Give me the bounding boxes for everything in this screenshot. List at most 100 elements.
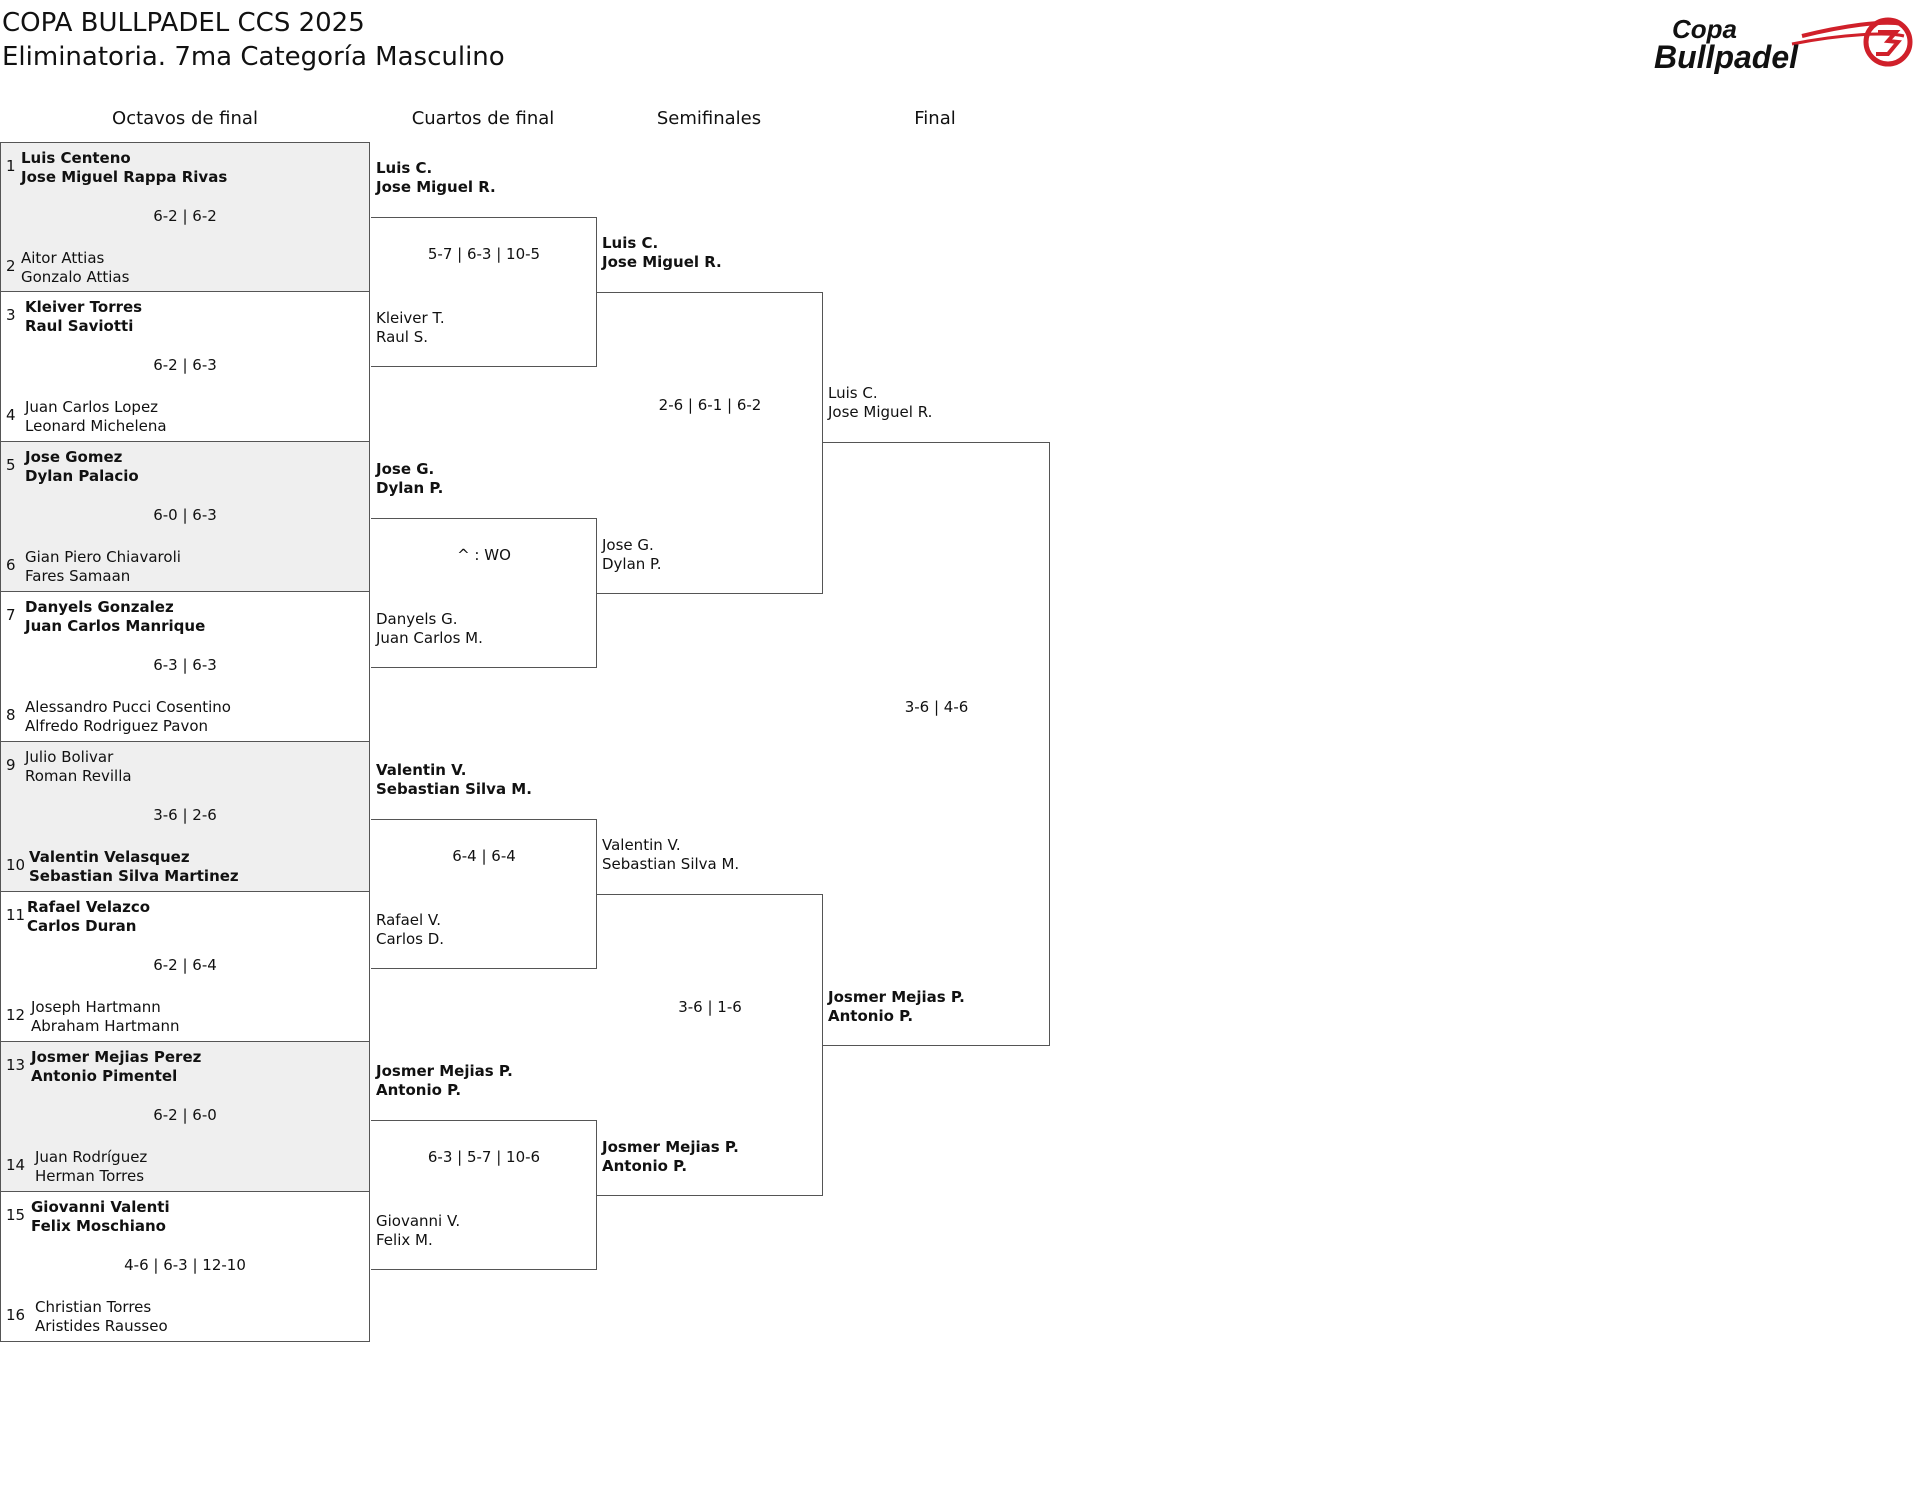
player-name: Giovanni V. [376, 1212, 461, 1230]
player-name: Luis C. [828, 384, 878, 402]
player-name: Julio Bolivar [25, 748, 114, 766]
player-name: Juan Carlos M. [376, 629, 483, 647]
player-name: Dylan Palacio [25, 467, 139, 485]
seed-number: 3 [6, 306, 16, 324]
match-score: 6-2 | 6-3 [153, 356, 217, 374]
player-name: Felix M. [376, 1231, 433, 1249]
player-name: Christian Torres [35, 1298, 152, 1316]
player-name: Joseph Hartmann [31, 998, 161, 1016]
logo-word-bullpadel: Bullpadel [1654, 39, 1799, 74]
player-name: Valentin Velasquez [29, 848, 190, 866]
player-name: Felix Moschiano [31, 1217, 166, 1235]
player-name: Antonio Pimentel [31, 1067, 178, 1085]
player-name: Josmer Mejias P. [828, 988, 965, 1006]
player-name: Josmer Mejias Perez [31, 1048, 202, 1066]
seed-number: 10 [6, 856, 26, 874]
player-name: Luis C. [376, 159, 433, 177]
player-name: Gian Piero Chiavaroli [25, 548, 181, 566]
player-name: Giovanni Valenti [31, 1198, 170, 1216]
player-name: Josmer Mejias P. [602, 1138, 739, 1156]
player-name: Carlos D. [376, 930, 445, 948]
player-name: Danyels G. [376, 610, 458, 628]
player-name: Raul S. [376, 328, 429, 346]
seed-number: 14 [6, 1156, 26, 1174]
player-name: Abraham Hartmann [31, 1017, 180, 1035]
player-name: Alessandro Pucci Cosentino [25, 698, 231, 716]
team-top: Luis C.Jose Miguel R. [602, 234, 722, 272]
player-name: Sebastian Silva M. [376, 780, 532, 798]
player-name: Sebastian Silva Martinez [29, 867, 239, 885]
bracket-match-frame [371, 217, 597, 367]
player-name: Juan Carlos Manrique [25, 617, 206, 635]
match-score: 5-7 | 6-3 | 10-5 [427, 245, 541, 263]
seed-number: 8 [6, 706, 16, 724]
match-score: 3-6 | 4-6 [904, 698, 969, 716]
round-header-qf: Cuartos de final [411, 108, 555, 129]
player-name: Josmer Mejias P. [376, 1062, 513, 1080]
round-header-sf: Semifinales [656, 108, 762, 129]
player-name: Danyels Gonzalez [25, 598, 174, 616]
match-score: 6-2 | 6-0 [153, 1106, 217, 1124]
team-top: Luis C.Jose Miguel R. [376, 159, 496, 197]
page-title: COPA BULLPADEL CCS 2025 [2, 8, 365, 38]
bracket-match-frame [597, 292, 823, 594]
logo-word-copa: Copa [1672, 14, 1737, 44]
player-name: Jose Miguel R. [376, 178, 496, 196]
bracket-match-frame [597, 894, 823, 1196]
player-name: Roman Revilla [25, 767, 132, 785]
player-name: Carlos Duran [27, 917, 137, 935]
round-header-final: Final [914, 108, 956, 129]
seed-number: 13 [6, 1056, 26, 1074]
player-name: Juan Rodríguez [35, 1148, 148, 1166]
player-name: Kleiver T. [376, 309, 445, 327]
player-name: Alfredo Rodriguez Pavon [25, 717, 209, 735]
player-name: Rafael Velazco [27, 898, 151, 916]
match-score: 2-6 | 6-1 | 6-2 [658, 396, 762, 414]
team-top: Jose G.Dylan P. [376, 460, 443, 498]
seed-number: 5 [6, 456, 16, 474]
seed-number: 11 [6, 906, 26, 924]
match-score: 3-6 | 1-6 [678, 998, 742, 1016]
player-name: Valentin V. [602, 836, 681, 854]
seed-number: 4 [6, 406, 16, 424]
match-score: 3-6 | 2-6 [153, 806, 217, 824]
team-top: Valentin V.Sebastian Silva M. [376, 761, 532, 799]
match-score: 4-6 | 6-3 | 12-10 [124, 1256, 246, 1274]
player-name: Aristides Rausseo [35, 1317, 168, 1335]
player-name: Dylan P. [602, 555, 662, 573]
match-score: 6-3 | 6-3 [153, 656, 217, 674]
match-score: 6-3 | 5-7 | 10-6 [427, 1148, 541, 1166]
match-score: 6-2 | 6-2 [153, 207, 217, 225]
player-name: Gonzalo Attias [21, 268, 130, 286]
team-top: Luis C.Jose Miguel R. [828, 384, 932, 422]
seed-number: 9 [6, 756, 16, 774]
match-score: 6-2 | 6-4 [153, 956, 217, 974]
bracket-match-frame [371, 1120, 597, 1270]
player-name: Dylan P. [376, 479, 444, 497]
player-name: Aitor Attias [21, 249, 105, 267]
player-name: Herman Torres [35, 1167, 145, 1185]
player-name: Luis C. [602, 234, 659, 252]
player-name: Luis Centeno [21, 149, 131, 167]
player-name: Antonio P. [602, 1157, 688, 1175]
player-name: Jose G. [602, 536, 654, 554]
seed-number: 7 [6, 606, 16, 624]
player-name: Raul Saviotti [25, 317, 134, 335]
bracket-match-frame [371, 819, 597, 969]
player-name: Jose Miguel Rappa Rivas [21, 168, 228, 186]
